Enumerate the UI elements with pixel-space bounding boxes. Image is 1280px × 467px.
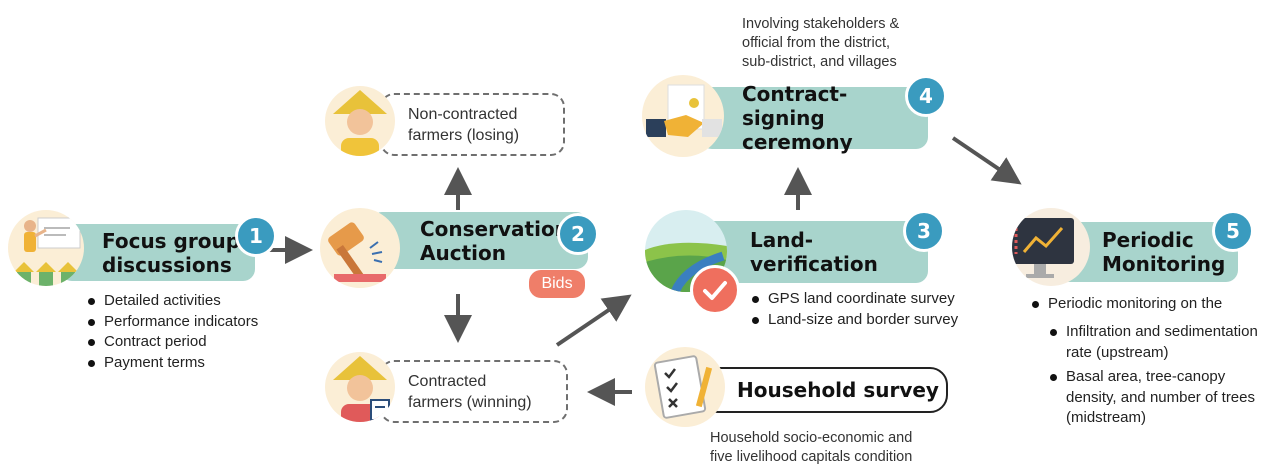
step-label: Contract- signing ceremony [742, 82, 853, 154]
handshake-icon [642, 75, 724, 157]
arrow-winning-to-land [555, 294, 632, 347]
arrow-contract-to-monitoring [951, 136, 1022, 185]
list-item: Basal area, tree-canopy density, and num… [1050, 367, 1258, 429]
list-item: Infiltration and sedimentation rate (ups… [1050, 322, 1258, 363]
step-periodic-monitoring: Periodic Monitoring [1050, 222, 1238, 282]
non-contracted-farmers-box: Non-contracted farmers (losing) [380, 93, 565, 156]
step-label: Periodic Monitoring [1102, 228, 1226, 276]
step-label: Focus group discussions [102, 228, 241, 277]
bids-badge: Bids [529, 270, 585, 298]
step-contract-signing: Contract- signing ceremony [700, 82, 928, 154]
list-item: GPS land coordinate survey [752, 289, 958, 310]
step-number-badge: 5 [1212, 210, 1254, 252]
list-item: Periodic monitoring on the [1032, 294, 1222, 315]
farmers-winning-label: Contracted farmers (winning) [408, 373, 532, 411]
presentation-icon [8, 210, 84, 286]
list-item: Land-size and border survey [752, 310, 958, 331]
list-item: Performance indicators [88, 312, 258, 333]
household-survey-title: Household survey [737, 378, 939, 402]
monitoring-intro-list: Periodic monitoring on the [1032, 294, 1222, 315]
step-number-badge: 4 [905, 75, 947, 117]
check-icon [690, 265, 740, 315]
household-note: Household socio-economic and five liveli… [710, 430, 913, 465]
step-number-badge: 1 [235, 215, 277, 257]
farmer-certificate-icon [325, 352, 395, 422]
step-label: Conservation Auction [420, 216, 569, 265]
monitor-chart-icon [1012, 208, 1090, 286]
step-conservation-auction: Conservation Auction [370, 212, 588, 269]
focus-bullet-list: Detailed activities Performance indicato… [88, 291, 258, 373]
list-item: Detailed activities [88, 291, 258, 312]
step-label: Land- verification [750, 228, 878, 276]
land-bullet-list: GPS land coordinate survey Land-size and… [752, 289, 958, 330]
list-item: Contract period [88, 332, 258, 353]
step-focus-group: Focus group discussions [60, 224, 255, 281]
household-survey-box: Household survey [700, 367, 948, 413]
step-land-verification: Land- verification [700, 221, 928, 283]
contracted-farmers-box: Contracted farmers (winning) [380, 360, 568, 423]
step-number-badge: 2 [557, 213, 599, 255]
monitoring-sub-list: Infiltration and sedimentation rate (ups… [1050, 322, 1258, 429]
checklist-icon [645, 347, 725, 427]
farmers-losing-label: Non-contracted farmers (losing) [408, 106, 520, 144]
step-number-badge: 3 [903, 210, 945, 252]
gavel-icon [320, 208, 400, 288]
list-item: Payment terms [88, 353, 258, 374]
farmer-icon [325, 86, 395, 156]
contract-note: Involving stakeholders & official from t… [742, 16, 900, 70]
